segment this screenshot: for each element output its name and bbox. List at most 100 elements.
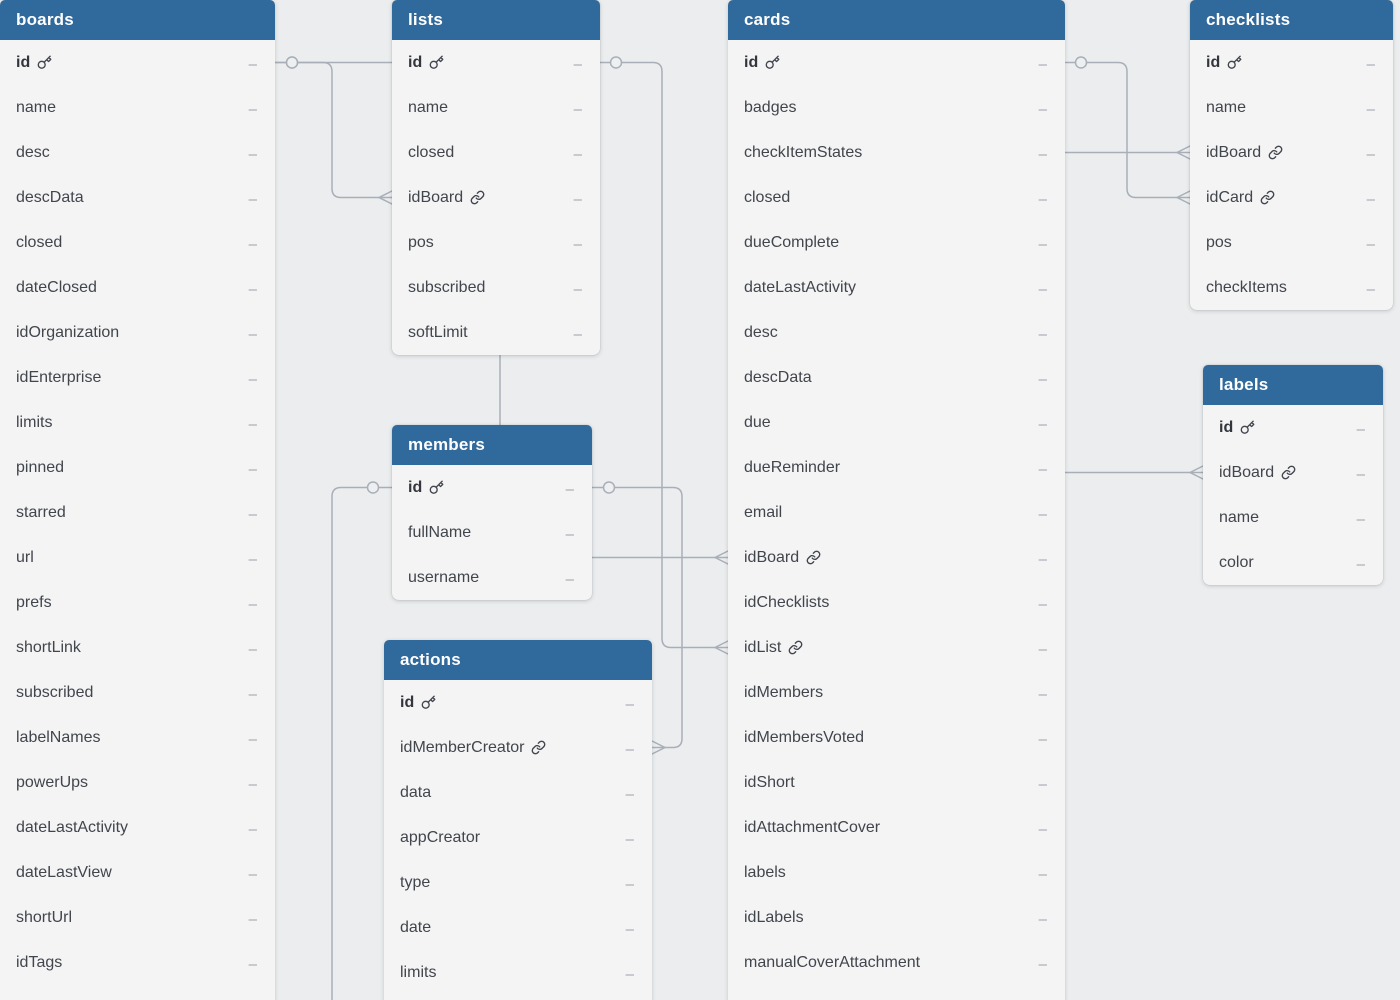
column-checklists-checkItems[interactable]: checkItems– <box>1190 265 1393 310</box>
column-boards-prefs[interactable]: prefs– <box>0 580 275 625</box>
relationship-members.id-to-offscreen-bottom[interactable] <box>331 486 393 1000</box>
column-boards-limits[interactable]: limits– <box>0 400 275 445</box>
column-name: idMemberCreator <box>400 739 546 757</box>
table-header-checklists[interactable]: checklists <box>1190 0 1393 40</box>
column-boards-name[interactable]: name– <box>0 85 275 130</box>
column-cards-id[interactable]: id– <box>728 40 1065 85</box>
column-actions-appCreator[interactable]: appCreator– <box>384 815 652 860</box>
column-boards-starred[interactable]: starred– <box>0 490 275 535</box>
column-lists-idBoard[interactable]: idBoard– <box>392 175 600 220</box>
column-lists-id[interactable]: id– <box>392 40 600 85</box>
column-cards-due[interactable]: due– <box>728 400 1065 445</box>
table-header-boards[interactable]: boards <box>0 0 275 40</box>
column-labels-id[interactable]: id– <box>1203 405 1383 450</box>
column-actions-data[interactable]: data– <box>384 770 652 815</box>
column-boards-subscribed[interactable]: subscribed– <box>0 670 275 715</box>
column-boards-idTags[interactable]: idTags– <box>0 940 275 985</box>
table-header-members[interactable]: members <box>392 425 592 465</box>
relationship-cards.id-to-checklists.idCard[interactable] <box>1064 61 1191 199</box>
column-type-dash: – <box>573 326 582 343</box>
column-lists-name[interactable]: name– <box>392 85 600 130</box>
column-actions-idMemberCreator[interactable]: idMemberCreator– <box>384 725 652 770</box>
table-header-actions[interactable]: actions <box>384 640 652 680</box>
column-checklists-pos[interactable]: pos– <box>1190 220 1393 265</box>
column-boards-desc[interactable]: desc– <box>0 130 275 175</box>
column-name: pos <box>408 234 434 252</box>
link-icon <box>470 190 485 205</box>
column-name: idEnterprise <box>16 369 101 387</box>
column-boards-url[interactable]: url– <box>0 535 275 580</box>
column-members-fullName[interactable]: fullName– <box>392 510 592 555</box>
column-labels-idBoard[interactable]: idBoard– <box>1203 450 1383 495</box>
column-lists-subscribed[interactable]: subscribed– <box>392 265 600 310</box>
relationship-lists.id-to-cards.idList[interactable] <box>599 61 729 649</box>
column-checklists-idBoard[interactable]: idBoard– <box>1190 130 1393 175</box>
column-type-dash: – <box>1356 556 1365 573</box>
column-name-text: descData <box>744 368 812 386</box>
column-lists-pos[interactable]: pos– <box>392 220 600 265</box>
column-cards-idAttachmentCover[interactable]: idAttachmentCover– <box>728 805 1065 850</box>
column-cards-badges[interactable]: badges– <box>728 85 1065 130</box>
column-boards-labelNames[interactable]: labelNames– <box>0 715 275 760</box>
column-boards-shortLink[interactable]: shortLink– <box>0 625 275 670</box>
column-lists-softLimit[interactable]: softLimit– <box>392 310 600 355</box>
column-boards-powerUps[interactable]: powerUps– <box>0 760 275 805</box>
column-checklists-idCard[interactable]: idCard– <box>1190 175 1393 220</box>
column-actions-type[interactable]: type– <box>384 860 652 905</box>
column-actions-id[interactable]: id– <box>384 680 652 725</box>
column-labels-color[interactable]: color– <box>1203 540 1383 585</box>
column-cards-idShort[interactable]: idShort– <box>728 760 1065 805</box>
relationship-members.id-to-actions.idMemberCreator[interactable] <box>591 486 683 749</box>
column-name-text: checkItems <box>1206 278 1287 296</box>
column-labels-name[interactable]: name– <box>1203 495 1383 540</box>
column-boards-dateClosed[interactable]: dateClosed– <box>0 265 275 310</box>
column-lists-closed[interactable]: closed– <box>392 130 600 175</box>
column-cards-email[interactable]: email– <box>728 490 1065 535</box>
column-boards-descData[interactable]: descData– <box>0 175 275 220</box>
column-cards-manualCoverAttachment[interactable]: manualCoverAttachment– <box>728 940 1065 985</box>
column-name: labelNames <box>16 729 100 747</box>
column-members-id[interactable]: id– <box>392 465 592 510</box>
column-cards-desc[interactable]: desc– <box>728 310 1065 355</box>
table-header-lists[interactable]: lists <box>392 0 600 40</box>
column-checklists-id[interactable]: id– <box>1190 40 1393 85</box>
column-boards-dateLastActivity[interactable]: dateLastActivity– <box>0 805 275 850</box>
column-cards-idList[interactable]: idList– <box>728 625 1065 670</box>
column-cards-closed[interactable]: closed– <box>728 175 1065 220</box>
column-members-username[interactable]: username– <box>392 555 592 600</box>
column-cards-dateLastActivity[interactable]: dateLastActivity– <box>728 265 1065 310</box>
table-header-labels[interactable]: labels <box>1203 365 1383 405</box>
column-cards-idBoard[interactable]: idBoard– <box>728 535 1065 580</box>
column-cards-idMembersVoted[interactable]: idMembersVoted– <box>728 715 1065 760</box>
column-boards-closed[interactable]: closed– <box>0 220 275 265</box>
column-checklists-name[interactable]: name– <box>1190 85 1393 130</box>
column-cards-idChecklists[interactable]: idChecklists– <box>728 580 1065 625</box>
column-cards-idLabels[interactable]: idLabels– <box>728 895 1065 940</box>
column-cards-dueComplete[interactable]: dueComplete– <box>728 220 1065 265</box>
column-boards-datePluginDisable[interactable]: datePluginDisable– <box>0 985 275 1000</box>
relationship-boards.id-to-lists.idBoard[interactable] <box>274 61 393 199</box>
column-boards-id[interactable]: id– <box>0 40 275 85</box>
column-cards-descData[interactable]: descData– <box>728 355 1065 400</box>
column-cards-dueReminder[interactable]: dueReminder– <box>728 445 1065 490</box>
column-cards-checkItemStates[interactable]: checkItemStates– <box>728 130 1065 175</box>
column-boards-idEnterprise[interactable]: idEnterprise– <box>0 355 275 400</box>
column-boards-idOrganization[interactable]: idOrganization– <box>0 310 275 355</box>
column-boards-dateLastView[interactable]: dateLastView– <box>0 850 275 895</box>
table-header-cards[interactable]: cards <box>728 0 1065 40</box>
column-boards-pinned[interactable]: pinned– <box>0 445 275 490</box>
column-cards-labels[interactable]: labels– <box>728 850 1065 895</box>
column-actions-limits[interactable]: limits– <box>384 950 652 995</box>
column-name: id <box>16 54 52 72</box>
column-actions-date[interactable]: date– <box>384 905 652 950</box>
column-boards-shortUrl[interactable]: shortUrl– <box>0 895 275 940</box>
column-cards-idMembers[interactable]: idMembers– <box>728 670 1065 715</box>
